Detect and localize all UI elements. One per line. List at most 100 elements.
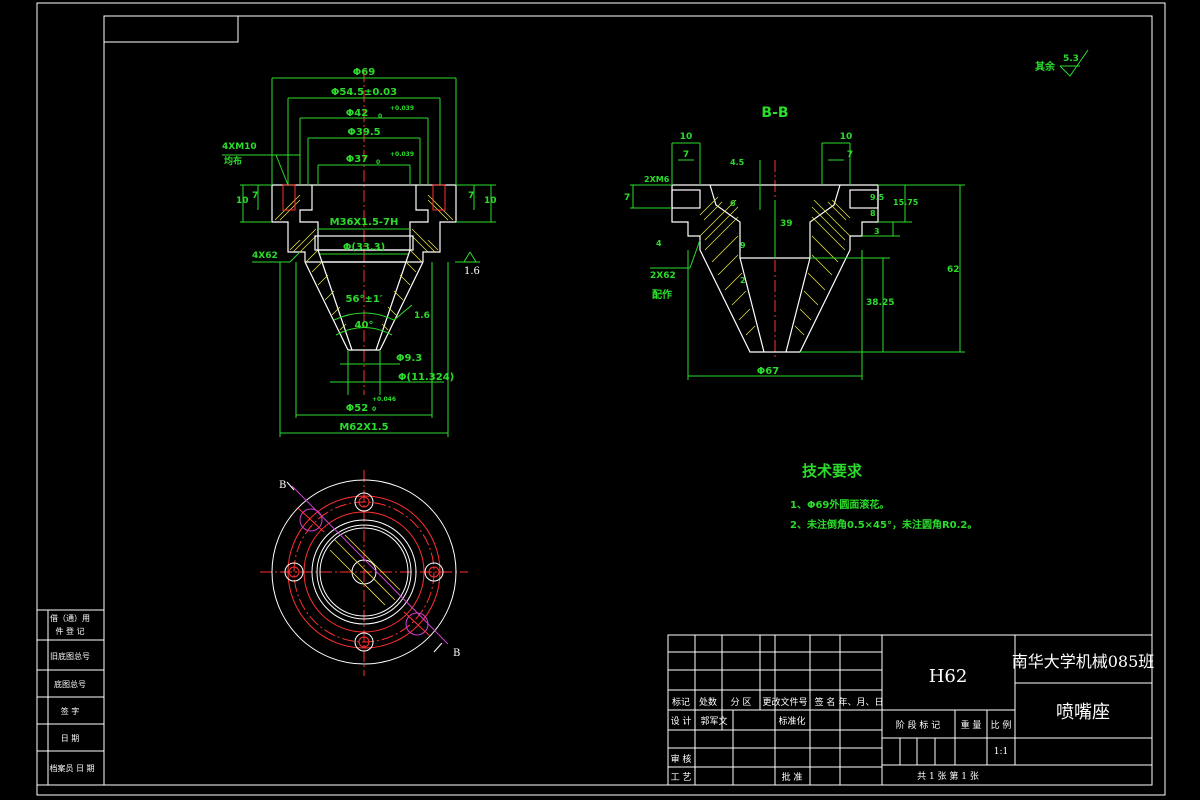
- dim-d333: Φ(33.3): [343, 242, 385, 253]
- dim-c2: 4X62: [252, 251, 278, 261]
- dim-pin: 2X62: [650, 271, 676, 281]
- dim-d42-tol: +0.039: [390, 105, 414, 112]
- front-hatch-left: [274, 194, 347, 331]
- header-doc: 更改文件号: [762, 696, 807, 708]
- tech-title: 技术要求: [802, 462, 863, 480]
- dim-d545: Φ54.5±0.03: [331, 87, 397, 98]
- row-check: 审 核: [671, 753, 692, 765]
- sheet-count: 共 1 张 第 1 张: [917, 770, 979, 782]
- strip-label-2: 旧底图总号: [50, 651, 90, 661]
- dim-v6: 6: [730, 199, 736, 208]
- header-date: 年、月、日: [838, 696, 883, 708]
- dim-d93: Φ9.3: [396, 353, 422, 364]
- dim-d69: Φ69: [353, 67, 375, 78]
- dim-pin-note: 配作: [652, 288, 672, 301]
- dim-h7: 7: [252, 191, 258, 201]
- dim-hole-note: 均布: [224, 155, 242, 167]
- inner-border: [103, 15, 1153, 786]
- tech-line-2: 2、未注倒角0.5×45°，未注圆角R0.2。: [790, 518, 977, 531]
- bolt-pitch-circle: [293, 501, 435, 643]
- school-name: 南华大学机械085班: [1012, 652, 1155, 671]
- strip-label-5: 日 期: [61, 734, 80, 743]
- roughness-note: 其余 5.3: [1035, 49, 1089, 77]
- strip-label-3: 底图总号: [54, 679, 86, 689]
- dim-hole: 4XM10: [222, 142, 257, 152]
- dim-d395: Φ39.5: [347, 127, 380, 138]
- row-standard: 标准化: [778, 715, 805, 727]
- front-hatch-right: [381, 194, 454, 331]
- dim-m62: M62X1.5: [339, 422, 388, 433]
- dim-h10: 10: [236, 196, 249, 206]
- strip-label-1b: 件 登 记: [55, 626, 84, 636]
- dim-v45: 4.5: [730, 158, 745, 167]
- section-title: B-B: [761, 105, 788, 121]
- ra-16b: 1.6: [414, 311, 430, 321]
- dim-d37-tol: +0.039: [390, 151, 414, 158]
- dim-d37: Φ37: [346, 154, 368, 165]
- dim-w7l: 7: [683, 150, 689, 160]
- row-process: 工 艺: [671, 772, 692, 783]
- tech-line-1: 1、Φ69外圆面滚花。: [790, 498, 889, 511]
- pin-hole-1: [299, 508, 323, 532]
- dim-v95: 9.5: [870, 193, 885, 202]
- dim-d11: Φ(11.324): [398, 372, 454, 383]
- ra-16: 1.6: [464, 266, 480, 277]
- dim-w10l: 10: [680, 132, 693, 142]
- header-zone: 分 区: [731, 697, 752, 708]
- tech-requirements: 技术要求 1、Φ69外圆面滚花。 2、未注倒角0.5×45°，未注圆角R0.2。: [790, 462, 977, 531]
- section-mark-b2: B: [453, 648, 460, 659]
- dim-d67: Φ67: [757, 366, 779, 377]
- top-left-box: [103, 15, 239, 43]
- part-name: 喷嘴座: [1056, 702, 1110, 723]
- row-design: 设 计: [671, 715, 692, 727]
- dim-d37-tol0: 0: [376, 159, 380, 166]
- designer-name: 郭军文: [700, 715, 727, 727]
- dim-h10r: 10: [484, 196, 497, 206]
- scale-value: 1:1: [994, 747, 1008, 757]
- header-sign: 签 名: [815, 696, 836, 708]
- roughness-label: 其余: [1035, 60, 1056, 73]
- dim-d52-tol0: 0: [372, 406, 376, 413]
- header-count: 处数: [699, 696, 717, 708]
- dim-v9: 9: [740, 241, 746, 250]
- dim-d42-tol0: 0: [378, 113, 382, 120]
- dim-v3825: 38.25: [866, 298, 894, 308]
- section-hatch: [699, 196, 851, 336]
- dim-v2b: 2: [740, 276, 746, 285]
- dim-angle56: 56°±1′: [346, 294, 383, 305]
- dim-v1575: 15.75: [893, 198, 919, 207]
- dim-v8: 8: [870, 209, 876, 218]
- dim-v39: 39: [780, 219, 793, 229]
- front-hole-left: [282, 184, 296, 211]
- bottom-view: B B: [260, 470, 468, 676]
- section-mark-b1: B: [279, 480, 286, 491]
- row-approve: 批 准: [782, 771, 803, 783]
- strip-label-6: 档案员 日 期: [49, 763, 94, 773]
- outer-circle: [271, 479, 457, 665]
- scale-label: 比 例: [991, 719, 1012, 731]
- left-strip: 借（通）用 件 登 记 旧底图总号 底图总号 签 字 日 期 档案员 日 期: [36, 609, 105, 786]
- dim-d52-tol: +0.046: [372, 396, 396, 403]
- strip-label-4: 签 字: [61, 706, 80, 716]
- section-pin-left: [671, 189, 701, 209]
- material: H62: [929, 666, 968, 687]
- dim-v7: 7: [624, 193, 630, 203]
- title-block: H62 南华大学机械085班 喷嘴座 标记 处数 分 区 更改文件号 签 名 年…: [667, 634, 1155, 786]
- roughness-value: 5.3: [1063, 54, 1079, 64]
- dim-d42: Φ42: [346, 108, 368, 119]
- front-view: Φ69 Φ54.5±0.03 Φ42 +0.039 0 Φ39.5 Φ37 +0…: [222, 67, 497, 437]
- strip-label-1: 借（通）用: [50, 613, 90, 623]
- bolt-circle-outer: [287, 495, 441, 649]
- dim-h7r: 7: [468, 191, 474, 201]
- dim-v4: 4: [656, 239, 662, 248]
- section-view: B-B: [624, 105, 965, 380]
- header-mark: 标记: [672, 696, 690, 708]
- dim-v2: 2XM6: [644, 175, 670, 184]
- dim-v62: 62: [947, 265, 960, 275]
- dim-w7r: 7: [847, 150, 853, 160]
- dim-d52: Φ52: [346, 403, 368, 414]
- dim-v3: 3: [874, 227, 880, 236]
- stage-mark: 阶 段 标 记: [896, 719, 941, 731]
- front-hole-right: [432, 184, 446, 211]
